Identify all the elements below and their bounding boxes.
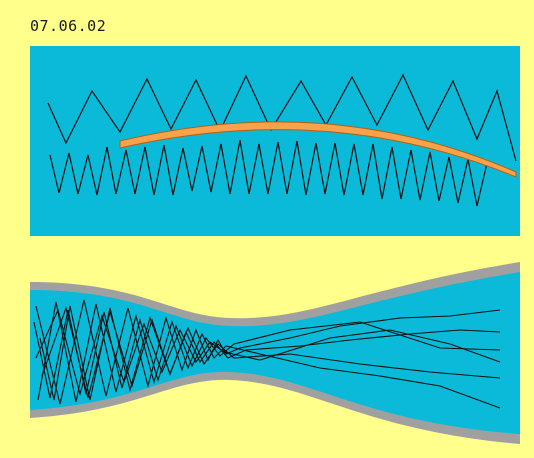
lower-channel-diagram [30, 262, 520, 444]
long-wavelength-zigzag [47, 73, 517, 162]
short-wavelength-zigzag [49, 139, 488, 207]
curved-beam [119, 121, 517, 178]
upper-panel-background [30, 46, 520, 236]
upper-wave-panel [30, 46, 520, 236]
ray-path [33, 309, 501, 399]
channel-interior [30, 272, 520, 434]
upper-wave-diagram [30, 46, 520, 236]
ray-paths [33, 299, 501, 409]
ray-path [35, 308, 501, 397]
ray-path [37, 301, 501, 409]
date-label: 07.06.02 [30, 17, 107, 35]
ray-path [41, 306, 501, 399]
lower-channel-panel [30, 258, 520, 448]
